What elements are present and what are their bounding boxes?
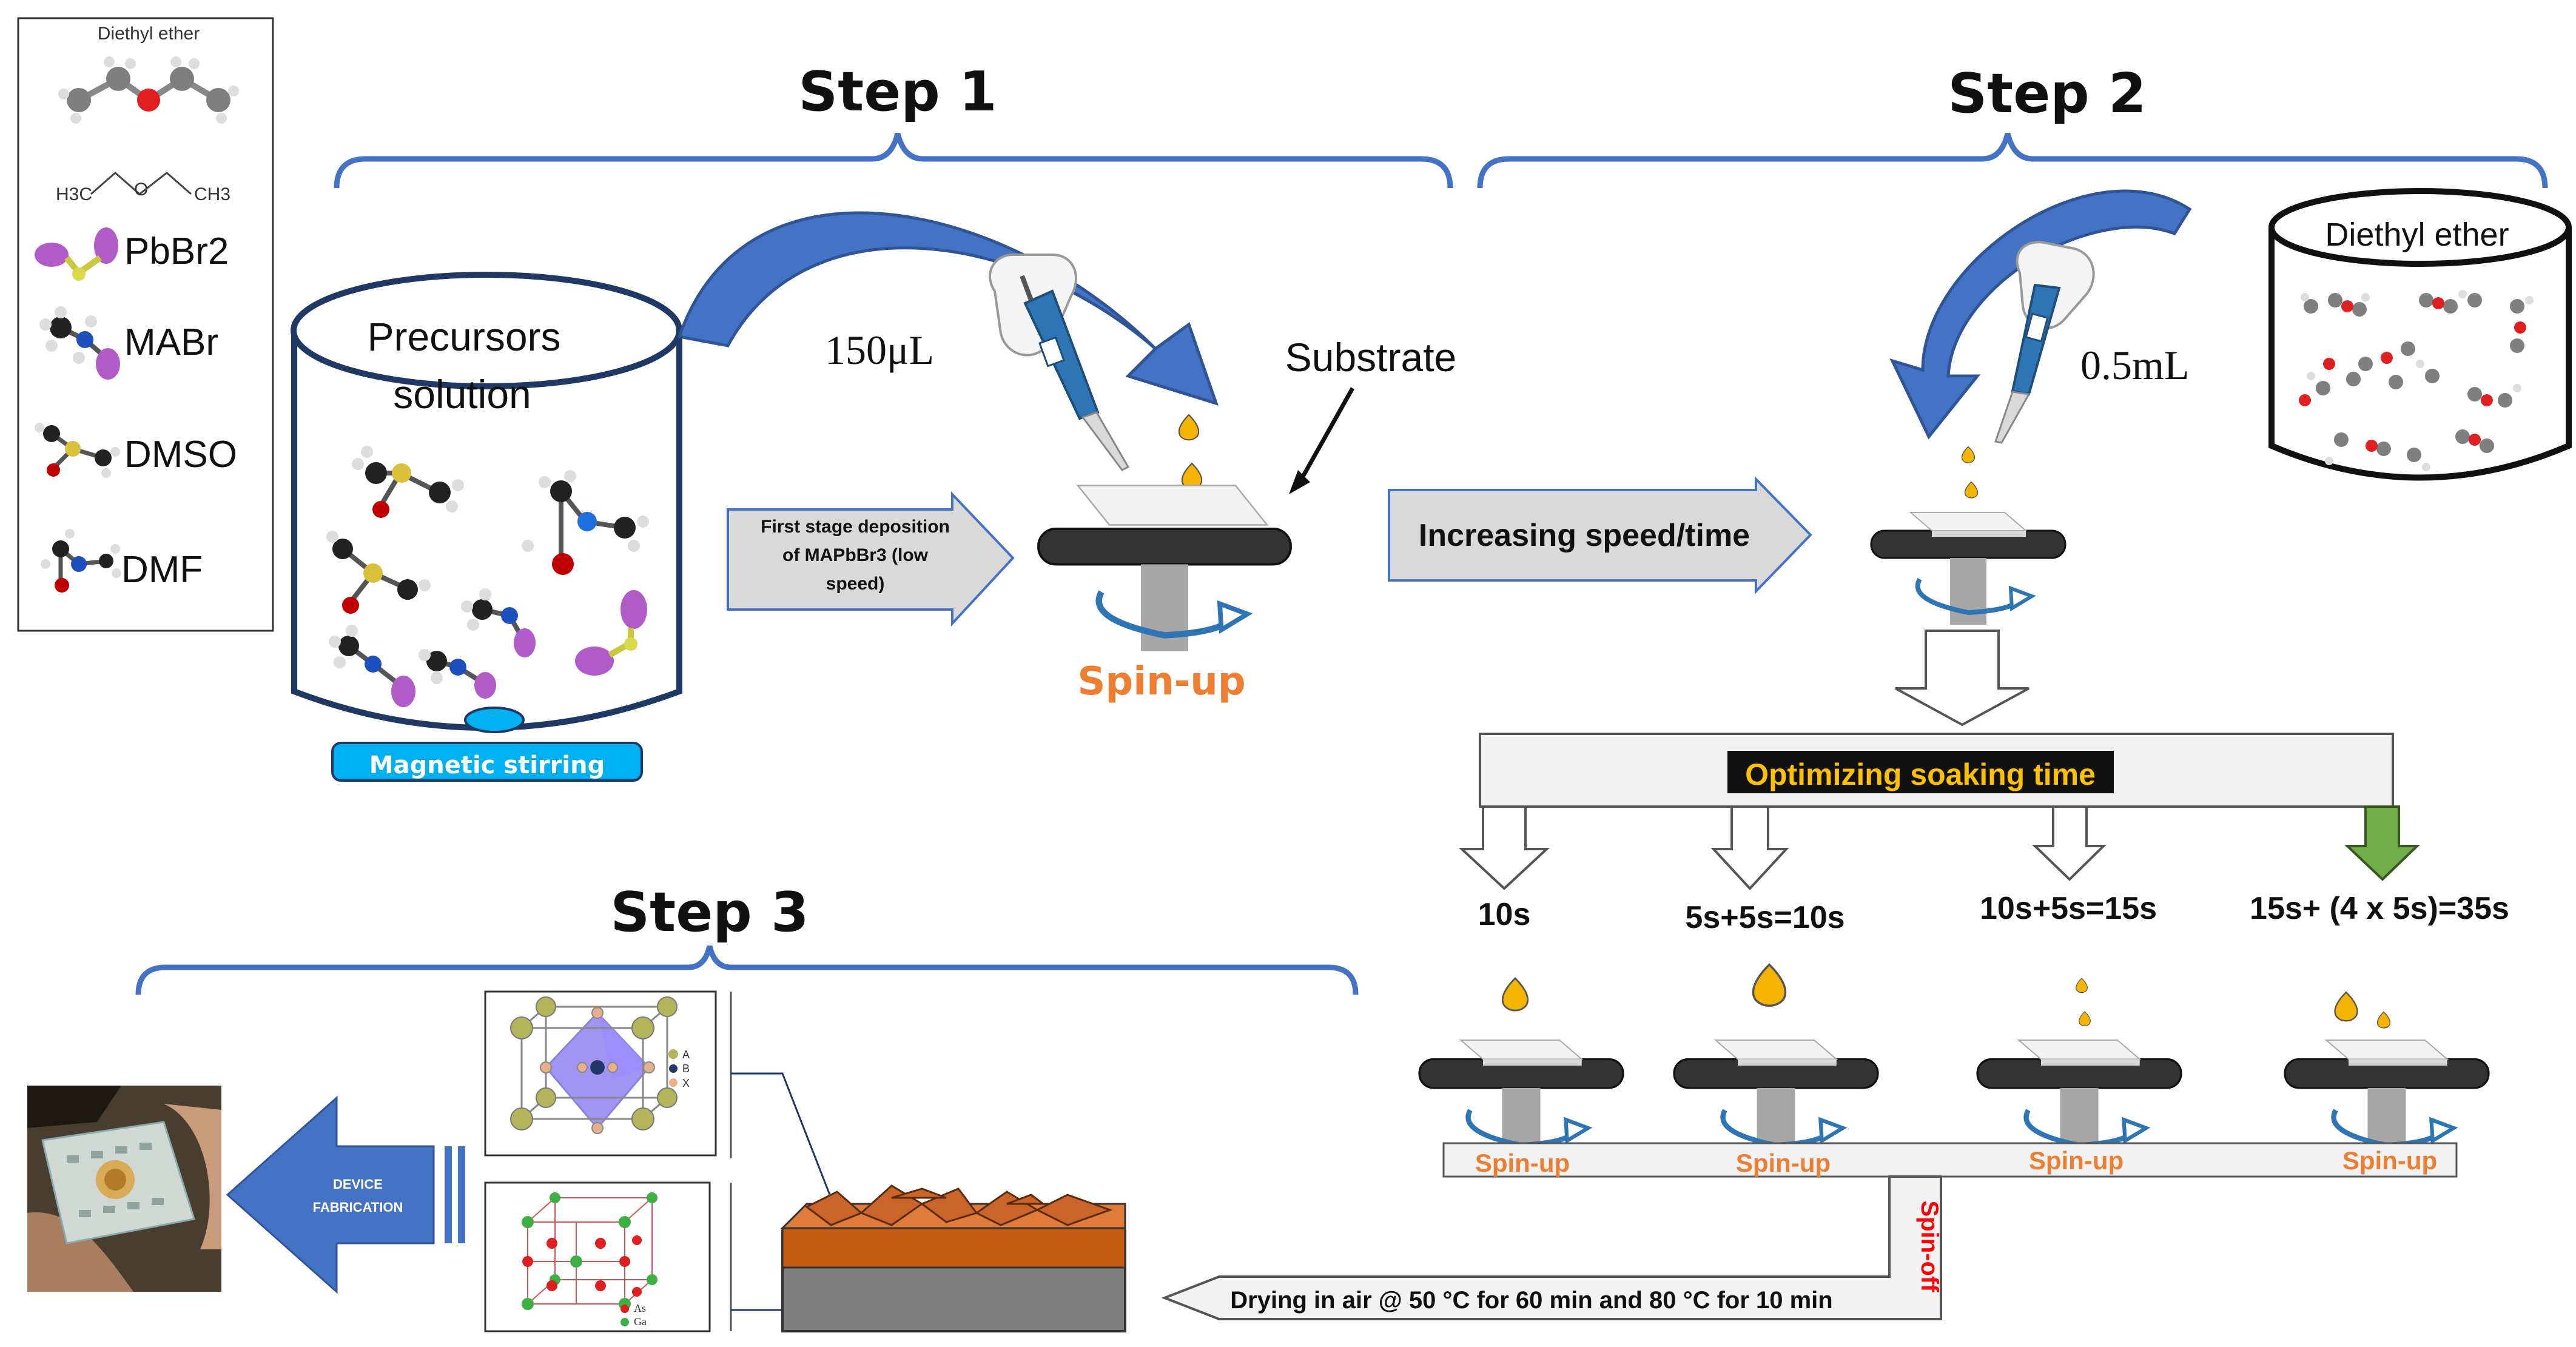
pbbr2-molecule-icon [35, 227, 118, 281]
svg-text:H3C: H3C [56, 184, 92, 204]
device-photo-image [27, 1086, 221, 1292]
step2-bracket [1477, 132, 2548, 189]
beaker-label-line1: Precursors [367, 314, 560, 359]
device-fabrication-arrow: DEVICE FABRICATION [226, 1095, 465, 1294]
svg-text:O: O [134, 180, 148, 200]
perovskite-crystal-panel: A B X [484, 990, 732, 1158]
precursor-beaker: Precursors solution [291, 272, 682, 731]
dmso-molecule-icon [326, 531, 431, 614]
beaker-label-line2: solution [393, 372, 531, 417]
pipette-icon [988, 254, 1130, 471]
gaas-lattice-panel: As Ga [484, 1181, 732, 1332]
step1-bracket [334, 132, 1453, 189]
down-arrow [1895, 630, 2030, 727]
diethyl-formula: H3C O CH3 [56, 172, 230, 204]
legend-box: Diethyl ether H3C O CH3 [17, 17, 274, 632]
svg-text:of MAPbBr3 (low: of MAPbBr3 (low [782, 545, 929, 565]
spin-up-label-2: Spin-up [1736, 1149, 1831, 1177]
increasing-speed-arrow: Increasing speed/time [1388, 476, 1812, 594]
step1-volume-label: 150μL [825, 327, 934, 373]
substrate-label: Substrate [1285, 335, 1457, 380]
svg-text:Ga: Ga [634, 1315, 647, 1328]
dmso-molecule-icon [35, 423, 120, 478]
diethyl-ether-beaker: Diethyl ether [2268, 188, 2572, 481]
drying-conditions-label: Drying in air @ 50 °C for 60 min and 80 … [1230, 1287, 1832, 1314]
perovskite-film-stack [780, 1184, 1126, 1332]
optimizing-soaking-time-label: Optimizing soaking time [1745, 757, 2096, 791]
mabr-molecule-icon [419, 649, 496, 699]
soaking-time-banner: Optimizing soaking time [1479, 733, 2394, 808]
soak-time-1: 10s [1478, 897, 1531, 932]
soak-time-3: 10s+5s=15s [1980, 891, 2157, 926]
step1-spin-up-label: Spin-up [1077, 659, 1245, 704]
diethyl-molecule-icon [58, 56, 239, 124]
step3-bracket [135, 945, 1359, 995]
step2-curved-arrow [1889, 189, 2192, 440]
step1-curved-arrow [677, 211, 1219, 406]
soak-arrow-1 [1458, 805, 1550, 890]
drying-arrow: Drying in air @ 50 °C for 60 min and 80 … [1161, 1175, 1943, 1320]
soak-spin-coater-4 [2285, 1039, 2489, 1158]
mabr-molecule-icon [461, 588, 536, 657]
dmso-molecule-icon [352, 446, 464, 518]
soak-arrow-3 [2032, 805, 2107, 881]
step3-heading: Step 3 [610, 881, 809, 944]
legend-dmf-label: DMF [121, 549, 203, 591]
svg-text:FABRICATION: FABRICATION [313, 1200, 403, 1215]
first-stage-deposition-arrow: First stage deposition of MAPbBr3 (low s… [727, 491, 1015, 627]
dmf-molecule-icon [41, 529, 121, 593]
legend-pbbr2-label: PbBr2 [124, 230, 229, 272]
legend-diethyl-title: Diethyl ether [98, 24, 200, 44]
svg-text:speed): speed) [826, 574, 885, 594]
soak-spin-coater-3 [1977, 1039, 2181, 1158]
spin-up-label-3: Spin-up [2029, 1146, 2124, 1175]
crystal-connector-line [731, 1072, 832, 1198]
spin-off-label: Spin-off [1916, 1200, 1943, 1292]
magnetic-stirring-label: Magnetic stirring [369, 751, 605, 779]
pipette-icon [1994, 241, 2095, 444]
step1-spin-coater [1038, 485, 1291, 651]
substrate-pointer-arrow [1296, 387, 1355, 486]
svg-text:First stage deposition: First stage deposition [761, 517, 950, 537]
legend-mabr-label: MABr [124, 321, 218, 363]
mabr-molecule-icon [39, 306, 120, 380]
spin-up-bar: Spin-up Spin-up Spin-up Spin-up [1442, 1142, 2458, 1178]
step2-volume-label: 0.5mL [2080, 342, 2189, 388]
soak-spin-coater-2 [1674, 1039, 1878, 1158]
soak-time-2: 5s+5s=10s [1685, 900, 1845, 935]
spin-up-label-1: Spin-up [1475, 1149, 1570, 1177]
diethyl-beaker-label: Diethyl ether [2325, 217, 2509, 253]
step1-heading: Step 1 [798, 60, 997, 124]
svg-text:DEVICE: DEVICE [333, 1177, 383, 1192]
spin-up-label-4: Spin-up [2342, 1146, 2437, 1175]
soak-spin-coater-1 [1419, 1039, 1623, 1158]
pbbr2-molecule-icon [575, 590, 647, 676]
soak-arrow-2 [1710, 805, 1789, 890]
soak-time-4: 15s+ (4 x 5s)=35s [2250, 891, 2509, 926]
soak-arrow-4-green [2344, 805, 2420, 881]
svg-text:A: A [682, 1049, 690, 1061]
svg-text:As: As [634, 1302, 646, 1314]
mabr-molecule-icon [329, 625, 415, 707]
svg-text:CH3: CH3 [194, 184, 230, 204]
svg-text:X: X [682, 1077, 690, 1089]
step2-heading: Step 2 [1948, 62, 2146, 126]
step2-spin-coater [1871, 512, 2065, 625]
legend-dmso-label: DMSO [124, 434, 237, 475]
dmf-molecule-icon [522, 470, 649, 575]
svg-text:B: B [682, 1063, 690, 1075]
svg-text:Increasing speed/time: Increasing speed/time [1419, 518, 1750, 553]
magnetic-stirrer: Magnetic stirring [331, 707, 643, 782]
